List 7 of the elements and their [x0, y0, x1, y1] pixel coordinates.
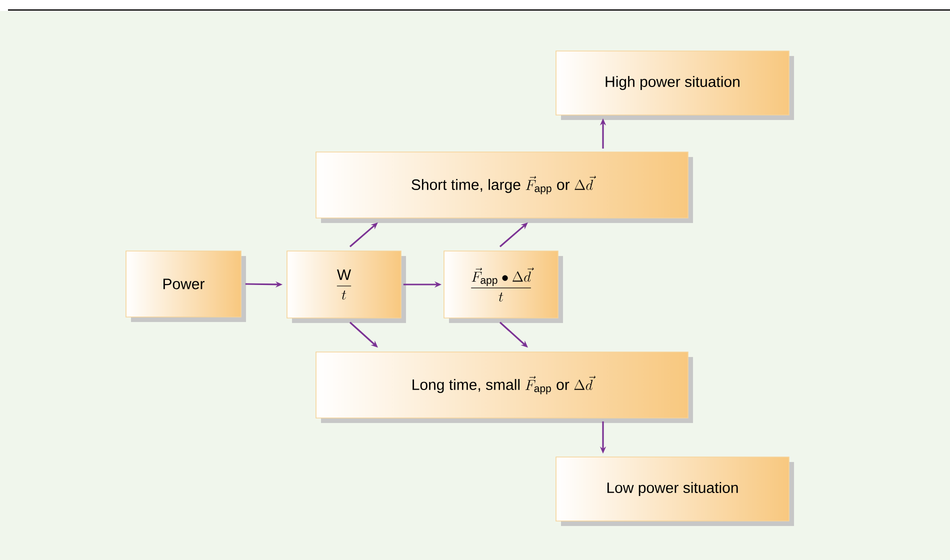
process-box: $\text{Long time, small } \vec{F}_{\text{app}} \text{ or } \Delta\vec{d}$ [316, 352, 693, 423]
process-box: High power situation [556, 50, 794, 120]
process-box: $\text{Short time, large } \vec{F}_{\text{app}} \text{ or } \Delta\vec{d}$ [316, 152, 693, 223]
process-box: Low power situation [556, 456, 794, 526]
process-box: Power [126, 250, 246, 322]
process-box: $\frac{\mathrm{W}}{t}$ [286, 250, 406, 323]
process-box: $\frac{\vec{F}_{\text{app}}\bullet\Delta\vec{d}}{t}$ [444, 250, 563, 323]
